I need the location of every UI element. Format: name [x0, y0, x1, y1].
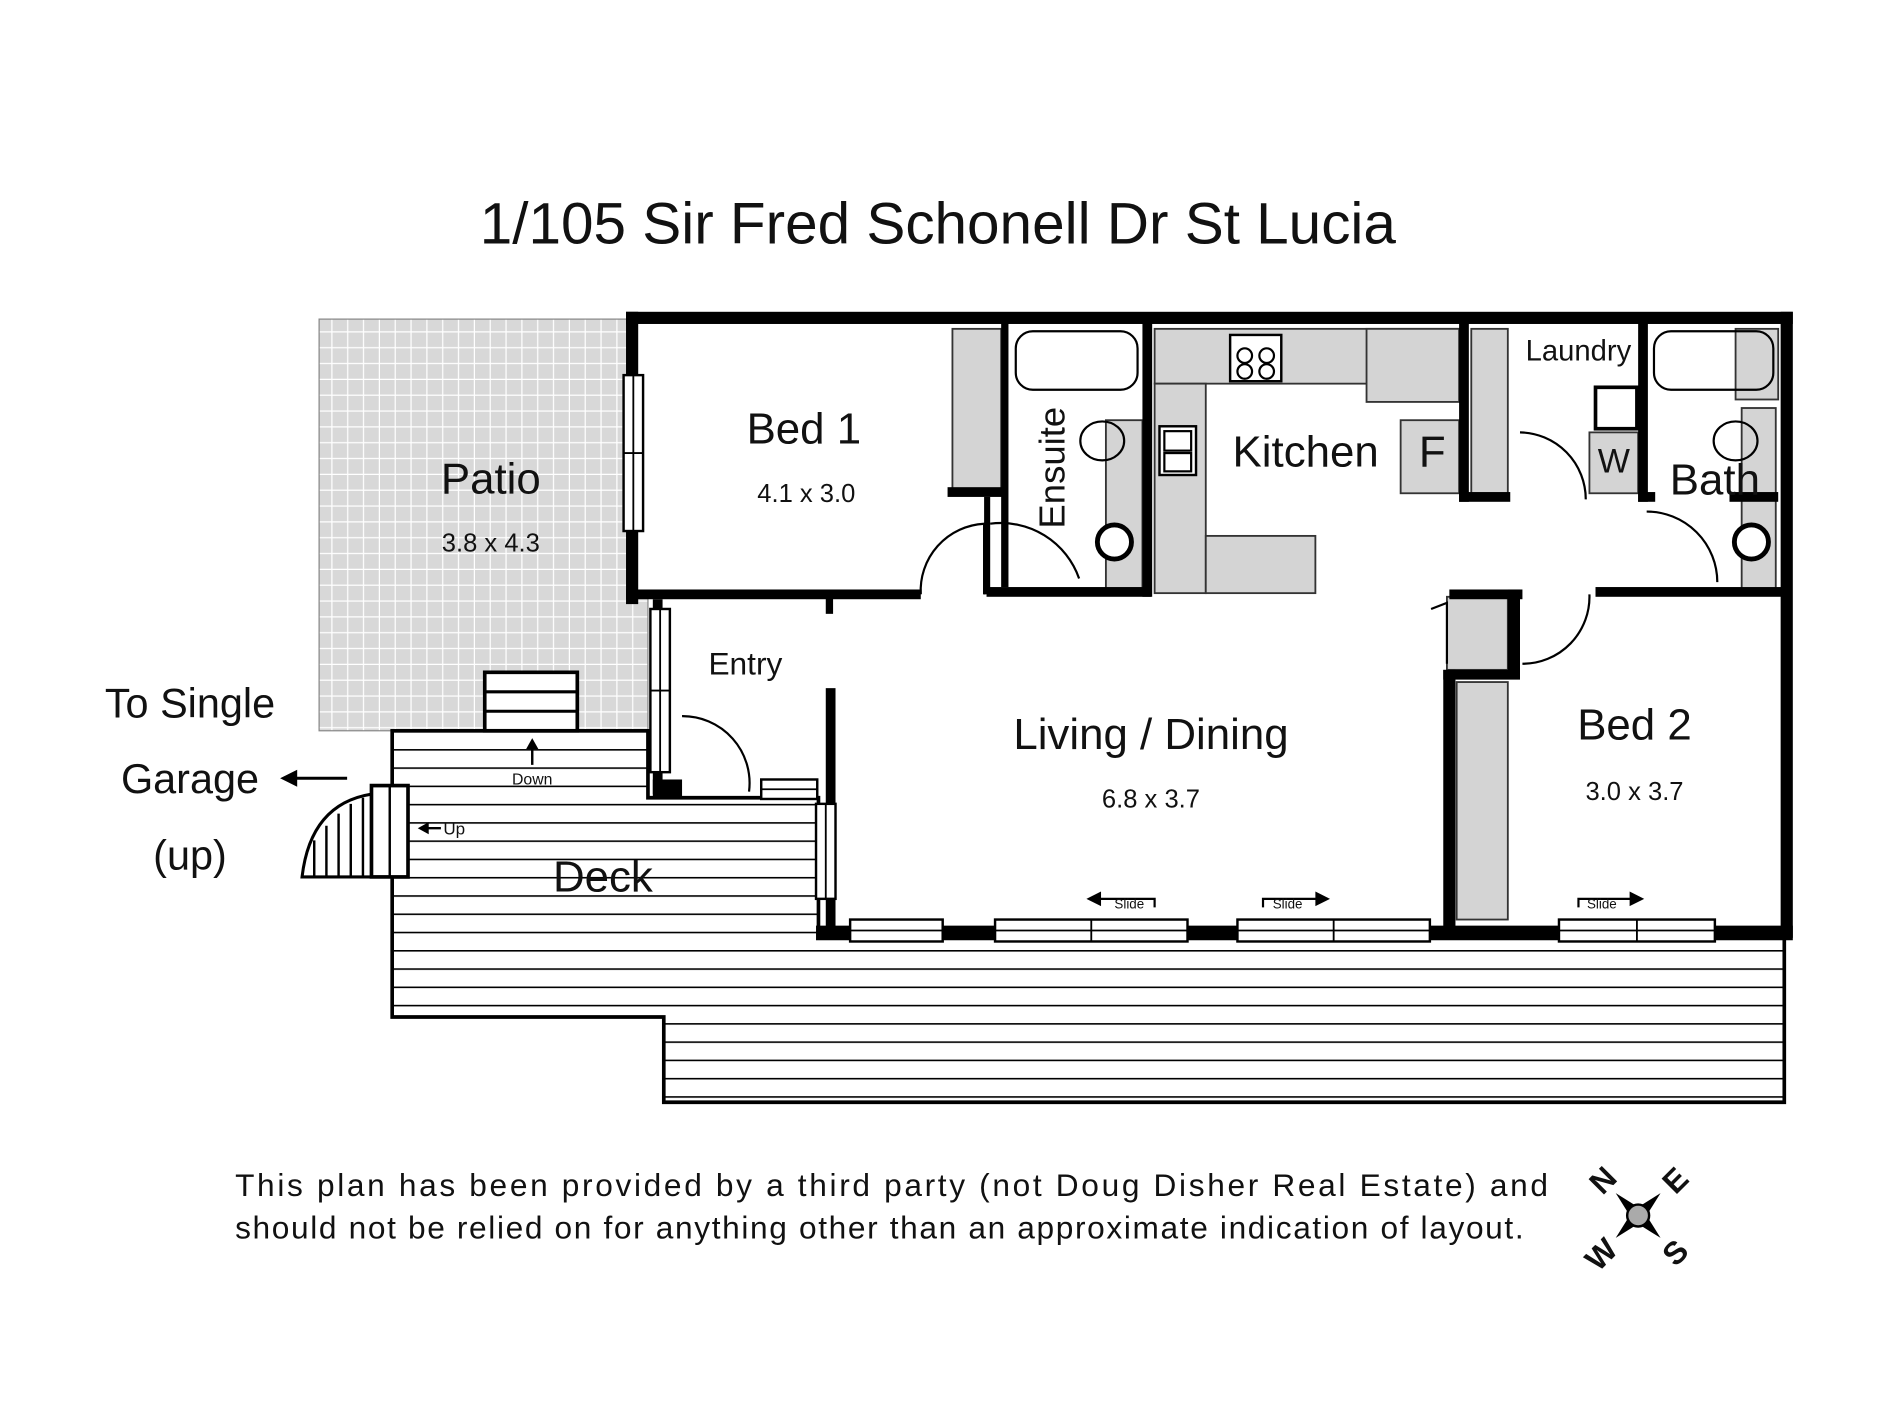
patio-label: Patio: [441, 454, 541, 503]
ensuite-label: Ensuite: [1031, 407, 1072, 529]
svg-text:Slide: Slide: [1587, 897, 1617, 912]
laundry-tub-icon: [1593, 385, 1639, 431]
windows: [622, 373, 1717, 943]
doors: [682, 431, 1719, 792]
side-stairs: [300, 783, 410, 879]
living-size: 6.8 x 3.7: [1102, 786, 1200, 814]
bath-tub: [1652, 330, 1775, 391]
disclaimer-line2: should not be relied on for anything oth…: [235, 1210, 1524, 1246]
living-label: Living / Dining: [1013, 710, 1288, 759]
svg-text:Slide: Slide: [1273, 897, 1303, 912]
kitchen-sink-icon: [1158, 425, 1198, 477]
bed1-label: Bed 1: [747, 404, 862, 453]
svg-text:Slide: Slide: [1114, 897, 1144, 912]
page-title: 1/105 Sir Fred Schonell Dr St Lucia: [480, 192, 1397, 257]
kitchen-label: Kitchen: [1233, 427, 1379, 476]
garage-label-line1: To Single: [105, 680, 275, 726]
deck-label: Deck: [553, 853, 653, 902]
laundry-label: Laundry: [1526, 336, 1632, 368]
ensuite-bath-tub: [1014, 330, 1139, 391]
stove-icon: [1228, 333, 1283, 383]
fridge: [1399, 419, 1461, 495]
bed2-size: 3.0 x 3.7: [1585, 778, 1683, 806]
patio-steps: [482, 670, 580, 733]
compass-w: W: [1578, 1231, 1625, 1278]
bath-basin: [1731, 522, 1771, 562]
bath-toilet: [1712, 420, 1759, 462]
fittings: [951, 327, 1780, 921]
compass-e: E: [1655, 1160, 1695, 1200]
ensuite-toilet: [1079, 420, 1126, 462]
slide-indicators: Slide Slide Slide: [1086, 891, 1645, 912]
arrow-left-icon: [280, 769, 348, 787]
patio-area: [318, 318, 649, 732]
bed2-label: Bed 2: [1577, 700, 1692, 749]
ensuite-basin: [1094, 522, 1134, 562]
disclaimer-line1: This plan has been provided by a third p…: [235, 1167, 1548, 1203]
compass-s: S: [1655, 1232, 1695, 1272]
bath-label: Bath: [1670, 455, 1760, 504]
washer-label: W: [1598, 443, 1631, 481]
patio-size: 3.8 x 4.3: [442, 530, 540, 558]
compass-icon: N S E W: [1578, 1159, 1696, 1278]
fridge-label: F: [1419, 427, 1446, 476]
garage-label-line2: Garage: [121, 756, 259, 802]
bed1-size: 4.1 x 3.0: [757, 480, 855, 508]
entry-label: Entry: [708, 646, 782, 682]
up-label: Up: [443, 819, 465, 838]
garage-label-line3: (up): [153, 833, 227, 879]
washer: [1588, 431, 1640, 495]
down-label: Down: [512, 771, 552, 788]
